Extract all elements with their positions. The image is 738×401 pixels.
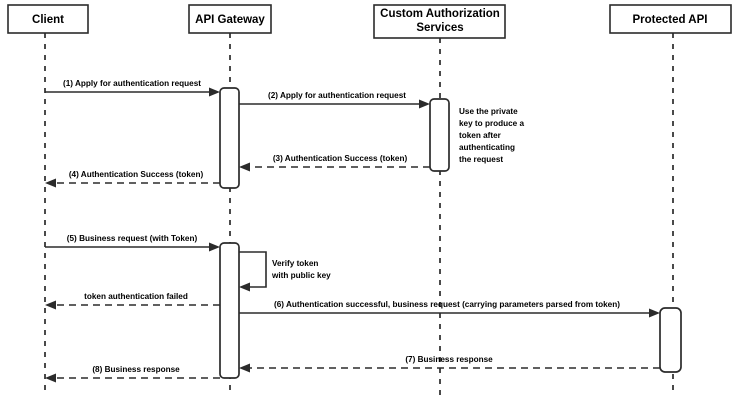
message-self-verify-token[interactable]: Verify token with public key xyxy=(239,251,331,292)
participant-header-api[interactable]: Protected API xyxy=(609,4,732,34)
arrow-head-left xyxy=(45,178,56,188)
activation-authsvc xyxy=(429,98,450,172)
arrow-head-left xyxy=(45,373,56,383)
message-1-apply-for-authentication-request[interactable]: (1) Apply for authentication request xyxy=(45,79,220,97)
arrow-head-left xyxy=(239,282,250,292)
participant-label-gateway: API Gateway xyxy=(195,14,265,26)
participant-header-gateway[interactable]: API Gateway xyxy=(188,4,272,34)
activation-protected-api xyxy=(659,307,682,373)
note-line-2: key to produce a xyxy=(459,119,525,128)
participant-label-api: Protected API xyxy=(633,14,708,26)
participant-header-authsvc[interactable]: Custom Authorization Services xyxy=(373,4,506,39)
arrow-head-right xyxy=(209,242,220,252)
message-label-token-failed: token authentication failed xyxy=(84,292,188,301)
arrow-head-right xyxy=(419,99,430,109)
lifelines xyxy=(44,33,674,396)
note-line-3: token after xyxy=(459,131,502,140)
message-6-authentication-successful-business-request[interactable]: (6) Authentication successful, business … xyxy=(239,300,660,318)
message-8-business-response[interactable]: (8) Business response xyxy=(45,365,220,383)
message-label-6: (6) Authentication successful, business … xyxy=(274,300,620,309)
message-label-3: (3) Authentication Success (token) xyxy=(273,154,408,163)
message-label-self-line1: Verify token xyxy=(272,259,318,268)
note-private-key: Use the private key to produce a token a… xyxy=(459,107,525,164)
message-token-authentication-failed[interactable]: token authentication failed xyxy=(45,292,220,310)
message-3-authentication-success-token[interactable]: (3) Authentication Success (token) xyxy=(239,154,430,172)
participant-label-authsvc-line2: Services xyxy=(416,22,463,34)
message-4-authentication-success-token[interactable]: (4) Authentication Success (token) xyxy=(45,170,220,188)
note-line-4: authenticating xyxy=(459,143,515,152)
message-label-1: (1) Apply for authentication request xyxy=(63,79,201,88)
message-5-business-request-with-token[interactable]: (5) Business request (with Token) xyxy=(45,234,220,252)
participant-header-client[interactable]: Client xyxy=(7,4,89,34)
message-label-8: (8) Business response xyxy=(92,365,180,374)
participant-label-client: Client xyxy=(32,14,64,26)
message-2-apply-for-authentication-request[interactable]: (2) Apply for authentication request xyxy=(239,91,430,109)
arrow-head-right xyxy=(209,87,220,97)
note-line-1: Use the private xyxy=(459,107,518,116)
participant-label-authsvc-line1: Custom Authorization xyxy=(380,8,500,20)
arrow-head-right xyxy=(649,308,660,318)
arrow-head-left xyxy=(239,363,250,373)
message-label-self-line2: with public key xyxy=(271,271,331,280)
message-label-5: (5) Business request (with Token) xyxy=(67,234,198,243)
arrow-head-left xyxy=(45,300,56,310)
message-label-7: (7) Business response xyxy=(405,355,493,364)
message-label-2: (2) Apply for authentication request xyxy=(268,91,406,100)
activation-gateway-auth-phase xyxy=(219,87,240,189)
arrow-head-left xyxy=(239,162,250,172)
message-7-business-response[interactable]: (7) Business response xyxy=(239,355,660,373)
note-line-5: the request xyxy=(459,155,503,164)
message-label-4: (4) Authentication Success (token) xyxy=(69,170,204,179)
activation-gateway-business-phase xyxy=(219,242,240,379)
